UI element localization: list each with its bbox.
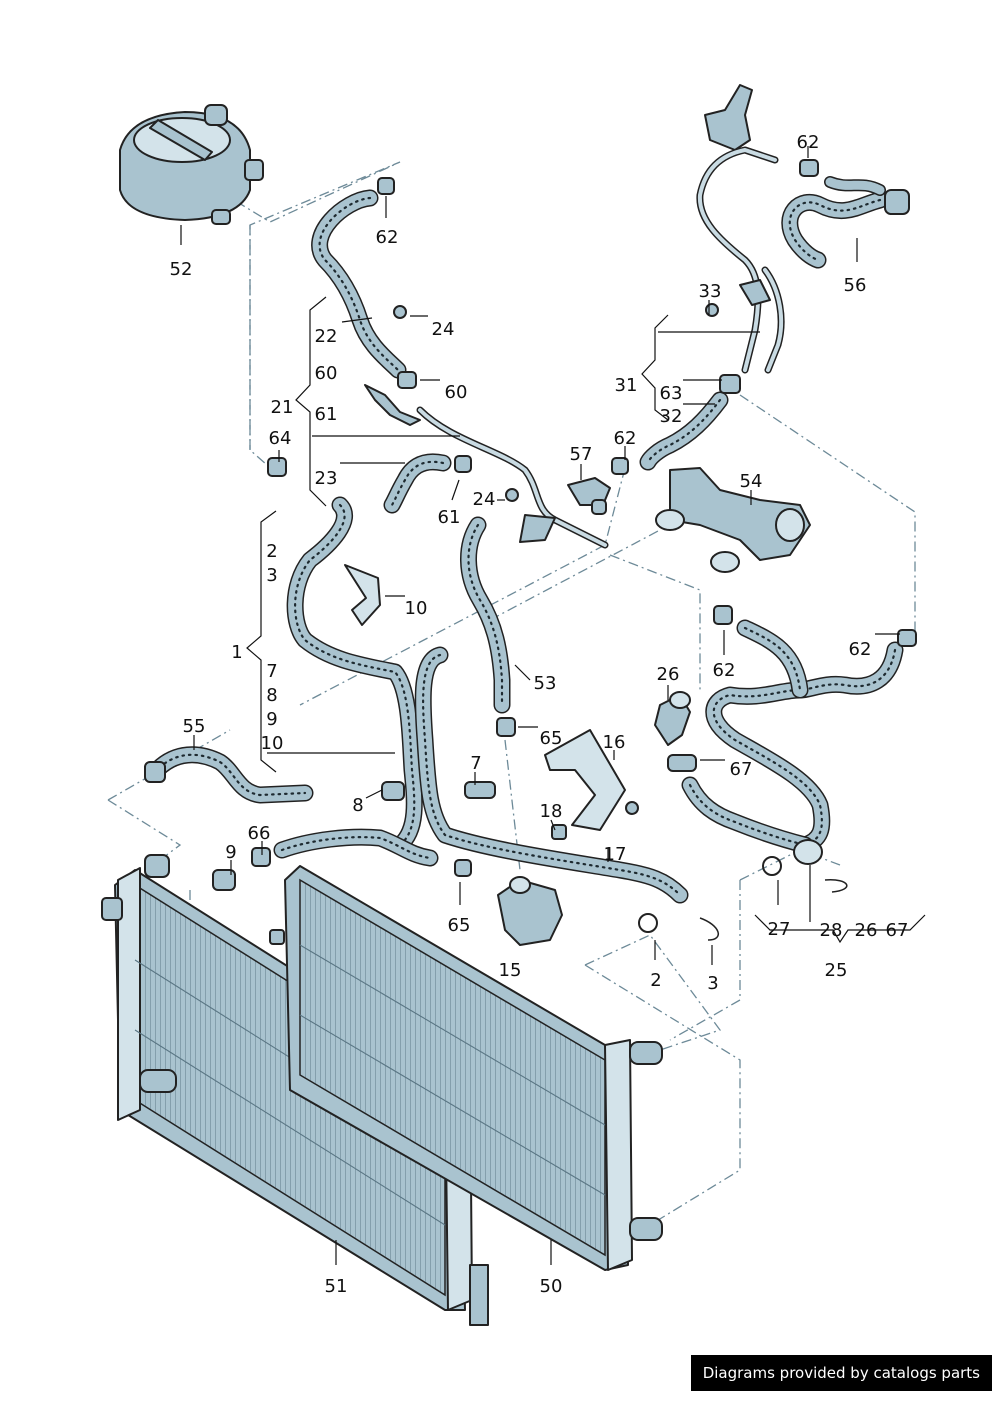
label-leaders: [180, 146, 926, 1265]
label-22: 22: [315, 326, 338, 347]
label-2: 2: [266, 541, 277, 562]
label-53: 53: [534, 673, 557, 694]
coolant-flange-54: [655, 467, 811, 573]
hose-32: [639, 391, 729, 471]
label-66: 66: [248, 823, 271, 844]
hose-55: [144, 746, 314, 804]
label-27: 27: [768, 919, 791, 940]
label-3: 3: [266, 565, 277, 586]
hose-23: [383, 453, 452, 514]
label-57: 57: [570, 444, 593, 465]
hose-1: [273, 496, 689, 904]
radiator-50: [269, 865, 663, 1271]
label-56: 56: [844, 275, 867, 296]
label-9: 9: [225, 842, 236, 863]
label-32: 32: [660, 406, 683, 427]
hose-22: [311, 189, 407, 379]
label-67: 67: [730, 759, 753, 780]
label-18: 18: [540, 801, 563, 822]
label-17: 17: [604, 844, 627, 865]
label-52: 52: [170, 259, 193, 280]
reference-labels: 52 62 22 24 60 60 21 61 64 23 24 61 2 3 …: [170, 132, 909, 1297]
label-9: 9: [266, 709, 277, 730]
label-67: 67: [886, 920, 909, 941]
label-10: 10: [405, 598, 428, 619]
label-61: 61: [438, 507, 461, 528]
label-62: 62: [797, 132, 820, 153]
label-8: 8: [266, 685, 277, 706]
label-8: 8: [352, 795, 363, 816]
label-62: 62: [614, 428, 637, 449]
bracket-16: [544, 729, 626, 831]
hose-25: [681, 619, 904, 865]
hose-clamps: [212, 177, 917, 941]
label-60: 60: [445, 382, 468, 403]
label-21: 21: [271, 397, 294, 418]
label-55: 55: [183, 716, 206, 737]
label-24: 24: [473, 489, 496, 510]
label-60: 60: [315, 363, 338, 384]
label-7: 7: [266, 661, 277, 682]
label-61: 61: [315, 404, 338, 425]
label-51: 51: [325, 1276, 348, 1297]
hose-53: [460, 516, 511, 714]
hose-56: [781, 159, 910, 269]
coolant-pipe-31: [696, 84, 785, 374]
label-62: 62: [376, 227, 399, 248]
label-54: 54: [740, 471, 763, 492]
label-2: 2: [650, 970, 661, 991]
connector-26: [654, 691, 691, 746]
credit-banner: Diagrams provided by catalogs parts: [690, 1355, 992, 1391]
label-15: 15: [499, 960, 522, 981]
label-33: 33: [699, 281, 722, 302]
label-3: 3: [707, 973, 718, 994]
label-28: 28: [820, 920, 843, 941]
label-25: 25: [825, 960, 848, 981]
coolant-pump-15: [497, 876, 563, 946]
label-63: 63: [660, 383, 683, 404]
expansion-tank-52: [119, 104, 264, 225]
label-50: 50: [540, 1276, 563, 1297]
label-65: 65: [448, 915, 471, 936]
temperature-sensor-57: [567, 477, 611, 515]
label-16: 16: [603, 732, 626, 753]
label-7: 7: [470, 753, 481, 774]
label-65: 65: [540, 728, 563, 749]
label-10: 10: [261, 733, 284, 754]
label-64: 64: [269, 428, 292, 449]
label-23: 23: [315, 468, 338, 489]
label-62: 62: [849, 639, 872, 660]
label-31: 31: [615, 375, 638, 396]
label-1: 1: [231, 642, 242, 663]
label-26: 26: [657, 664, 680, 685]
label-26: 26: [855, 920, 878, 941]
label-24: 24: [432, 319, 455, 340]
coolant-pipe-61: [364, 384, 609, 549]
label-62: 62: [713, 660, 736, 681]
